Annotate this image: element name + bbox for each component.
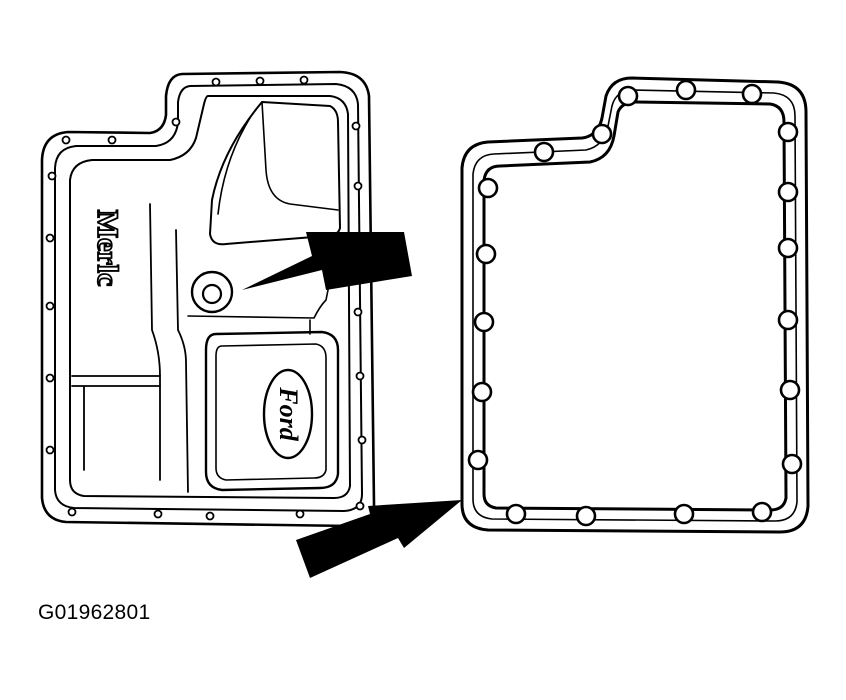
oil-pan-bolt-hole (45, 445, 55, 455)
oil-pan-bolt-hole (355, 371, 365, 381)
drain-plug-outer (190, 270, 234, 314)
gasket-bolt-hole (777, 121, 799, 143)
gasket-bolt-hole (741, 83, 763, 105)
drain-plug-inner (201, 283, 223, 305)
gasket-bolt-hole (473, 311, 495, 333)
oil-pan-bolt-hole (211, 77, 221, 87)
oil-pan-bolt-hole (61, 135, 71, 145)
oil-pan-lower-basin-inner (215, 343, 327, 481)
oil-pan-bolt-hole (355, 501, 365, 511)
oil-pan-bolt-hole (357, 435, 367, 445)
oil-pan-bolt-hole (67, 507, 77, 517)
oil-pan-bolt-hole (107, 135, 117, 145)
gasket-bolt-hole (591, 123, 613, 145)
gasket-bead (472, 89, 798, 522)
gasket-bolt-hole (751, 501, 773, 523)
oil-pan-flange-outer (40, 70, 376, 528)
gasket-bolt-hole (675, 79, 697, 101)
gasket-bolt-hole (673, 503, 695, 525)
oil-pan-bolt-hole (353, 307, 363, 317)
gasket-bolt-hole (777, 181, 799, 203)
gasket-bolt-hole (475, 243, 497, 265)
arrows (242, 232, 462, 578)
gasket-inner-edge (482, 100, 788, 512)
oil-pan-bolt-hole (205, 511, 215, 521)
oil-pan-pocket (209, 101, 341, 246)
gasket-bolt-hole (533, 141, 555, 163)
oil-pan-logo-oval (262, 368, 314, 460)
oil-pan-ridge (187, 279, 331, 335)
oil-pan-flange-inner (54, 83, 363, 512)
gasket-bolt-hole (777, 309, 799, 331)
oil-pan-bolt-hole (353, 181, 363, 191)
oil-pan-logo-text: Ford (274, 386, 303, 441)
arrow-to-gasket (296, 500, 462, 578)
oil-pan-rib (149, 203, 189, 493)
gasket-bolt-hole (779, 379, 801, 401)
oil-pan-bolt-hole (45, 301, 55, 311)
gasket-bolt-hole (467, 449, 489, 471)
gasket-bolt-hole (781, 453, 803, 475)
figure-id-label: G01962801 (38, 601, 151, 624)
gasket-bolt-hole (617, 85, 639, 107)
gasket (460, 76, 810, 534)
oil-pan-bolt-hole (171, 117, 181, 127)
oil-pan-wall (69, 95, 351, 499)
oil-pan-bolt-hole (255, 76, 265, 86)
oil-pan-bolt-holes (45, 75, 367, 521)
oil-pan-step (71, 375, 161, 471)
gasket-bolt-hole (505, 503, 527, 525)
arrow-to-drain-plug (242, 232, 412, 290)
gasket-bolt-hole (471, 381, 493, 403)
oil-pan-pocket-rim (217, 101, 339, 215)
gasket-bolt-holes (467, 79, 803, 527)
oil-pan: Merlc Ford (40, 70, 376, 528)
gasket-bolt-hole (575, 505, 597, 527)
oil-pan-bolt-hole (295, 509, 305, 519)
gasket-bolt-hole (477, 177, 499, 199)
oil-pan-embossed-text: Merlc (91, 210, 124, 287)
oil-pan-bolt-hole (45, 233, 55, 243)
oil-pan-bolt-hole (299, 75, 309, 85)
gasket-bolt-hole (777, 237, 799, 259)
oil-pan-bolt-hole (351, 121, 361, 131)
oil-pan-bolt-hole (47, 171, 57, 181)
gasket-outer-edge (460, 76, 810, 534)
oil-pan-bolt-hole (45, 373, 55, 383)
oil-pan-bolt-hole (153, 509, 163, 519)
oil-pan-lower-basin (204, 330, 340, 492)
